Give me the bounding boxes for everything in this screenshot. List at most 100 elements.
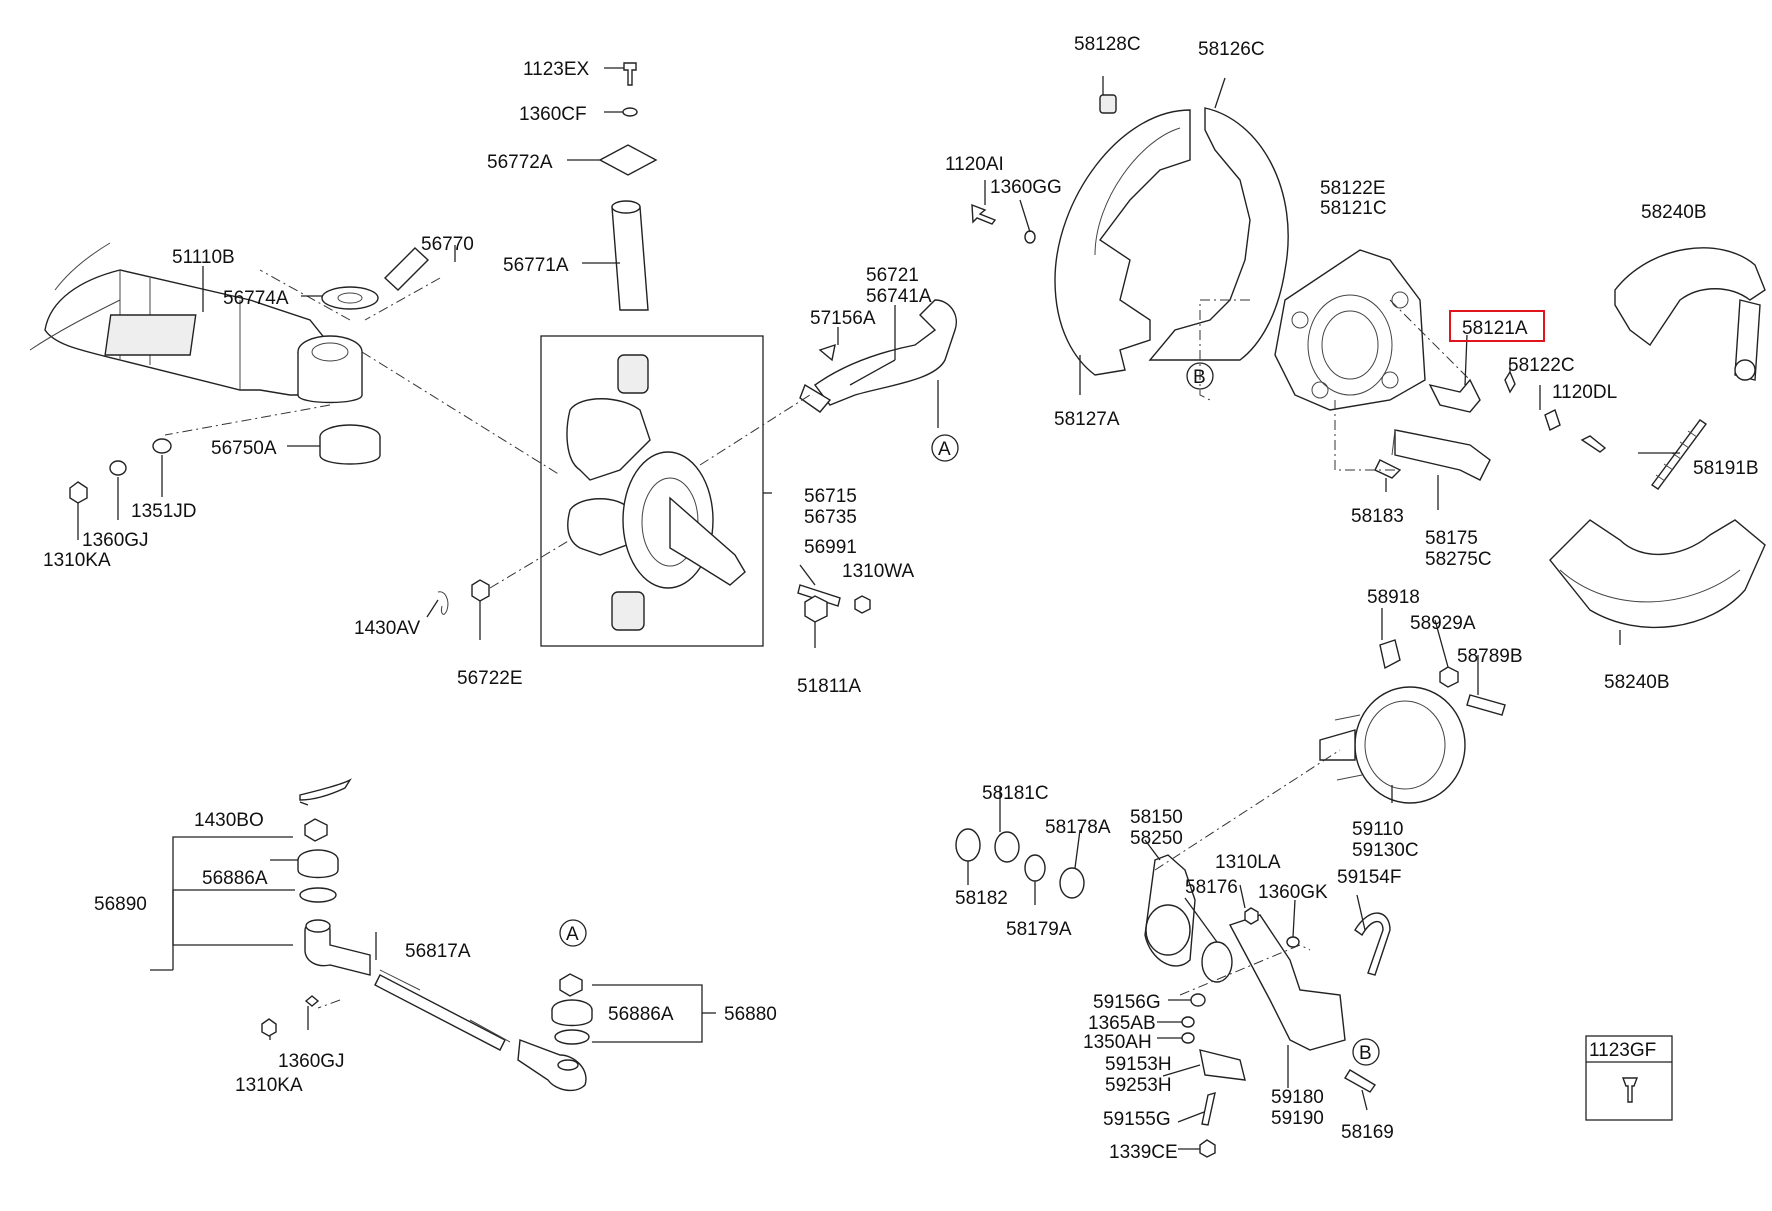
stud-56991[interactable]: [797, 584, 841, 607]
camshaft-58175[interactable]: [1394, 429, 1491, 481]
brake-spider[interactable]: [1274, 249, 1426, 411]
label-58121c[interactable]: 58121C: [1320, 198, 1387, 219]
label-58182[interactable]: 58182: [955, 888, 1008, 909]
label-58169[interactable]: 58169: [1341, 1122, 1394, 1143]
label-1351jd[interactable]: 1351JD: [131, 501, 197, 522]
label-58275c[interactable]: 58275C: [1425, 549, 1492, 570]
label-56991[interactable]: 56991: [804, 537, 857, 558]
nut-56722e[interactable]: [471, 579, 490, 602]
label-56722e[interactable]: 56722E: [457, 668, 523, 689]
bolt-1120ai[interactable]: [971, 203, 997, 225]
label-58121a[interactable]: 58121A: [1462, 318, 1528, 339]
label-56886a-a[interactable]: 56886A: [202, 868, 268, 889]
snap-ring-58182[interactable]: [955, 828, 981, 862]
label-59153h[interactable]: 59153H: [1105, 1054, 1172, 1075]
label-1360gj-a[interactable]: 1360GJ: [82, 530, 149, 551]
nut-1310wa[interactable]: [854, 595, 871, 614]
seal-58176[interactable]: [1201, 941, 1233, 983]
label-56771a[interactable]: 56771A: [503, 255, 569, 276]
label-57156a[interactable]: 57156A: [810, 308, 876, 329]
washer-58181c[interactable]: [994, 831, 1020, 863]
bolt-1123ex[interactable]: [623, 62, 637, 86]
backing-plate-58127a[interactable]: [1054, 109, 1191, 376]
label-1310ka-a[interactable]: 1310KA: [43, 550, 111, 571]
label-1123ex[interactable]: 1123EX: [523, 59, 590, 80]
return-spring-58191b[interactable]: [1651, 419, 1707, 490]
label-58191b[interactable]: 58191B: [1693, 458, 1759, 479]
label-58240b-a[interactable]: 58240B: [1641, 202, 1707, 223]
label-58918[interactable]: 58918: [1367, 587, 1420, 608]
label-58127a[interactable]: 58127A: [1054, 409, 1120, 430]
label-59180[interactable]: 59180: [1271, 1087, 1324, 1108]
u-bolt-59154f[interactable]: [1354, 912, 1391, 976]
label-58240b-b[interactable]: 58240B: [1604, 672, 1670, 693]
label-58178a[interactable]: 58178A: [1045, 817, 1111, 838]
label-58176[interactable]: 58176: [1185, 877, 1238, 898]
label-1310ka-b[interactable]: 1310KA: [235, 1075, 303, 1096]
lockwasher-1360gj[interactable]: [109, 460, 127, 476]
hose-58789b[interactable]: [1466, 694, 1506, 716]
nut-56890-top[interactable]: [304, 818, 328, 842]
label-56715[interactable]: 56715: [804, 486, 857, 507]
label-1360gk[interactable]: 1360GK: [1258, 882, 1328, 903]
label-1310wa[interactable]: 1310WA: [842, 561, 914, 582]
bolt-58169[interactable]: [1344, 1069, 1377, 1093]
label-1360gg[interactable]: 1360GG: [990, 177, 1062, 198]
nut-56880-top[interactable]: [559, 973, 583, 997]
label-58181c[interactable]: 58181C: [982, 783, 1049, 804]
label-59110[interactable]: 59110: [1352, 819, 1403, 840]
label-1310la[interactable]: 1310LA: [1215, 852, 1281, 873]
label-1120dl[interactable]: 1120DL: [1552, 382, 1617, 403]
washer-1350ah[interactable]: [1181, 1032, 1195, 1044]
label-58122c[interactable]: 58122C: [1508, 355, 1575, 376]
nut-1310ka[interactable]: [69, 481, 88, 504]
label-56817a[interactable]: 56817A: [405, 941, 471, 962]
label-56721[interactable]: 56721: [866, 265, 919, 286]
brake-shoe-58240b-bottom[interactable]: [1549, 519, 1766, 629]
oring-left[interactable]: [299, 887, 337, 903]
label-59156g[interactable]: 59156G: [1093, 992, 1161, 1013]
label-56750a[interactable]: 56750A: [211, 438, 277, 459]
label-58179a[interactable]: 58179A: [1006, 919, 1072, 940]
washer-58179a[interactable]: [1024, 854, 1046, 882]
kingpin-56771a[interactable]: [611, 206, 649, 311]
bolt-59155g[interactable]: [1201, 1092, 1216, 1126]
tie-rod-end-right[interactable]: [517, 1039, 587, 1092]
label-1430bo[interactable]: 1430BO: [194, 810, 264, 831]
nut-1339ce[interactable]: [1199, 1139, 1216, 1158]
label-51110b[interactable]: 51110B: [172, 247, 235, 268]
clip-58122c[interactable]: [1504, 370, 1516, 394]
anchor-pin-58121a[interactable]: [1428, 378, 1481, 413]
key-57156a[interactable]: [818, 343, 836, 362]
label-59130c[interactable]: 59130C: [1352, 840, 1419, 861]
label-1123gf[interactable]: 1123GF: [1589, 1040, 1656, 1061]
bracket-59153h[interactable]: [1199, 1049, 1246, 1081]
label-56741a[interactable]: 56741A: [866, 286, 932, 307]
label-58128c[interactable]: 58128C: [1074, 34, 1141, 55]
label-56772a[interactable]: 56772A: [487, 152, 553, 173]
label-59155g[interactable]: 59155G: [1103, 1109, 1171, 1130]
washer-1351jd[interactable]: [152, 438, 172, 454]
label-59190[interactable]: 59190: [1271, 1108, 1324, 1129]
washer-1365ab[interactable]: [1181, 1016, 1195, 1028]
label-58183[interactable]: 58183: [1351, 506, 1404, 527]
label-1339ce[interactable]: 1339CE: [1109, 1142, 1178, 1163]
label-58250[interactable]: 58250: [1130, 828, 1183, 849]
label-51811a[interactable]: 51811A: [797, 676, 861, 697]
lockwasher-1360gj-b[interactable]: [304, 995, 320, 1007]
label-56770[interactable]: 56770: [421, 234, 474, 255]
nut-1310la[interactable]: [1244, 907, 1259, 925]
knuckle-body[interactable]: [566, 398, 651, 481]
label-56880[interactable]: 56880: [724, 1004, 777, 1025]
label-1430av[interactable]: 1430AV: [354, 618, 421, 639]
label-59253h[interactable]: 59253H: [1105, 1075, 1172, 1096]
label-1350ah[interactable]: 1350AH: [1083, 1032, 1152, 1053]
label-58150[interactable]: 58150: [1130, 807, 1183, 828]
label-59154f[interactable]: 59154F: [1337, 867, 1401, 888]
label-56886a-b[interactable]: 56886A: [608, 1004, 674, 1025]
label-1120ai[interactable]: 1120AI: [945, 154, 1004, 175]
washer-58178a[interactable]: [1059, 867, 1085, 899]
label-1360gj-b[interactable]: 1360GJ: [278, 1051, 345, 1072]
dust-shield-58126c[interactable]: [1148, 107, 1289, 361]
brake-chamber-59110[interactable]: [1354, 686, 1466, 804]
